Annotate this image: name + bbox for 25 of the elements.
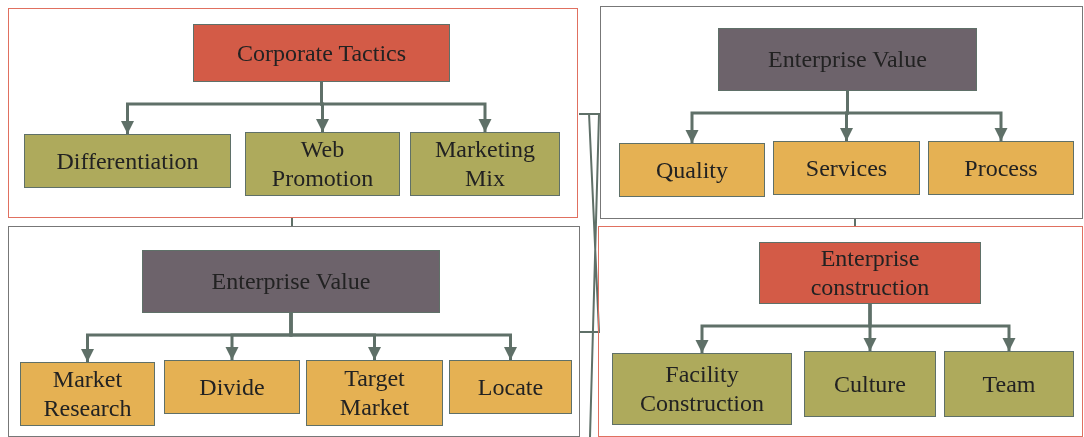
category-box: Quality	[619, 143, 765, 197]
category-box: Marketing Mix	[410, 132, 560, 196]
category-box: Divide	[164, 360, 300, 414]
category-box: Team	[944, 351, 1074, 417]
panel-frame	[598, 226, 1083, 437]
arrow	[846, 91, 1008, 141]
arrow	[868, 304, 1016, 351]
heading-box: Enterprise Value	[718, 28, 977, 91]
panel-frame	[8, 8, 578, 218]
arrow	[320, 82, 492, 132]
category-box: Web Promotion	[245, 132, 400, 196]
category-box: Culture	[804, 351, 936, 417]
panel-frame	[8, 226, 580, 437]
category-box: Services	[773, 141, 920, 195]
category-box: Target Market	[306, 360, 443, 426]
panel-frame	[600, 6, 1083, 219]
category-box: Differentiation	[24, 134, 231, 188]
category-box: Market Research	[20, 362, 155, 426]
arrow	[289, 313, 518, 360]
category-box: Process	[928, 141, 1074, 195]
category-box: Facility Construction	[612, 353, 792, 425]
category-box: Locate	[449, 360, 572, 414]
heading-box: Enterprise construction	[759, 242, 981, 304]
heading-box: Enterprise Value	[142, 250, 440, 313]
heading-box: Corporate Tactics	[193, 24, 450, 82]
